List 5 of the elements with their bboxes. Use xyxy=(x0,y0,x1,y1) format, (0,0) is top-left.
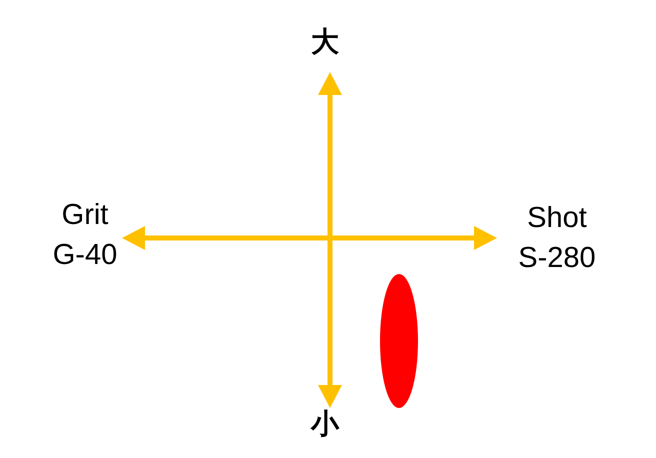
axis-label: 大 xyxy=(310,24,340,60)
axis-label: 小 xyxy=(310,406,340,442)
ellipse-marker xyxy=(380,274,418,408)
axis-label: Shot S-280 xyxy=(517,201,597,276)
axis-label: Grit G-40 xyxy=(52,198,118,273)
